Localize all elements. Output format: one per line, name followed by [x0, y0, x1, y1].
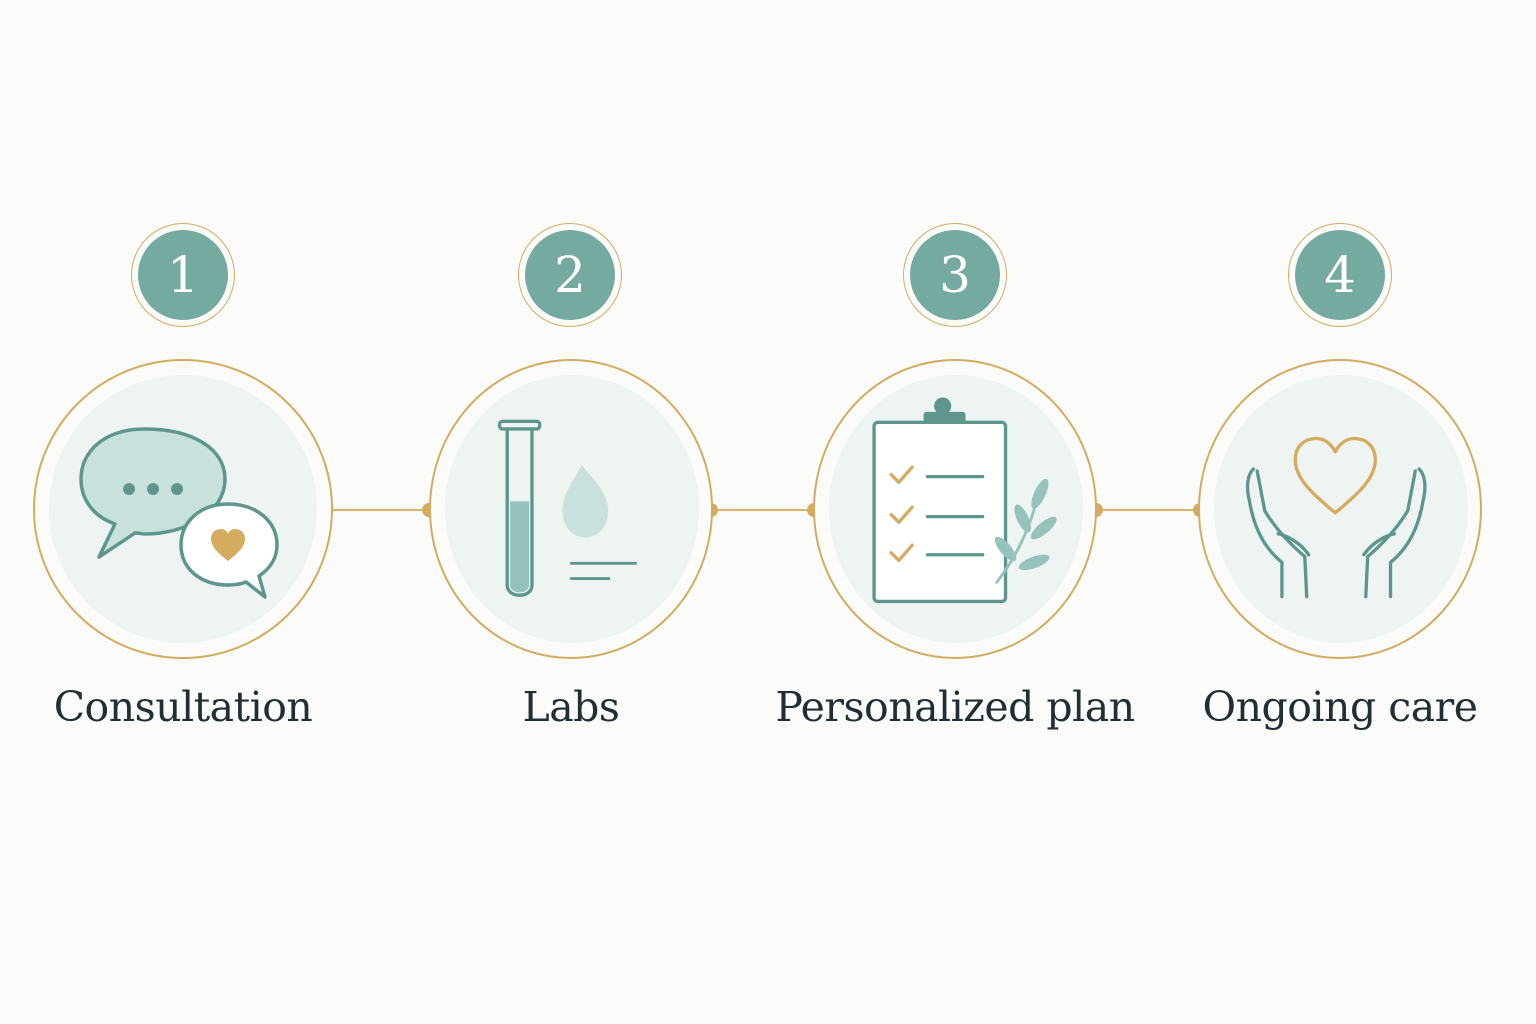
- step-icon-circle: [1198, 359, 1482, 659]
- step-number-badge: 2: [518, 223, 622, 327]
- hands-heart-icon: [1245, 436, 1427, 599]
- step-consultation: 1 Consultation: [33, 0, 333, 760]
- step-personalized-plan: 3: [775, 0, 1135, 760]
- step-number: 2: [525, 230, 615, 320]
- step-label: Personalized plan: [775, 683, 1135, 731]
- step-number: 1: [138, 230, 228, 320]
- step-number-badge: 1: [131, 223, 235, 327]
- connector-3-4: [1096, 509, 1200, 511]
- clipboard-checklist-leaf-icon: [872, 397, 1057, 604]
- step-labs: 2 Labs: [421, 0, 721, 760]
- step-label: Ongoing care: [1202, 683, 1478, 731]
- test-tube-drop-icon: [497, 419, 637, 597]
- step-number-badge: 4: [1288, 223, 1392, 327]
- step-icon-circle: [429, 359, 713, 659]
- step-icon-circle: [33, 359, 333, 659]
- step-label: Consultation: [53, 683, 313, 731]
- connector-1-2: [326, 509, 429, 511]
- step-number: 4: [1295, 230, 1385, 320]
- step-number: 3: [910, 230, 1000, 320]
- chat-bubbles-heart-icon: [79, 427, 279, 599]
- step-icon-circle: [813, 359, 1097, 659]
- connector-2-3: [711, 509, 814, 511]
- step-number-badge: 3: [903, 223, 1007, 327]
- step-label: Labs: [522, 683, 620, 731]
- step-ongoing-care: 4 Ongoing care: [1190, 0, 1490, 760]
